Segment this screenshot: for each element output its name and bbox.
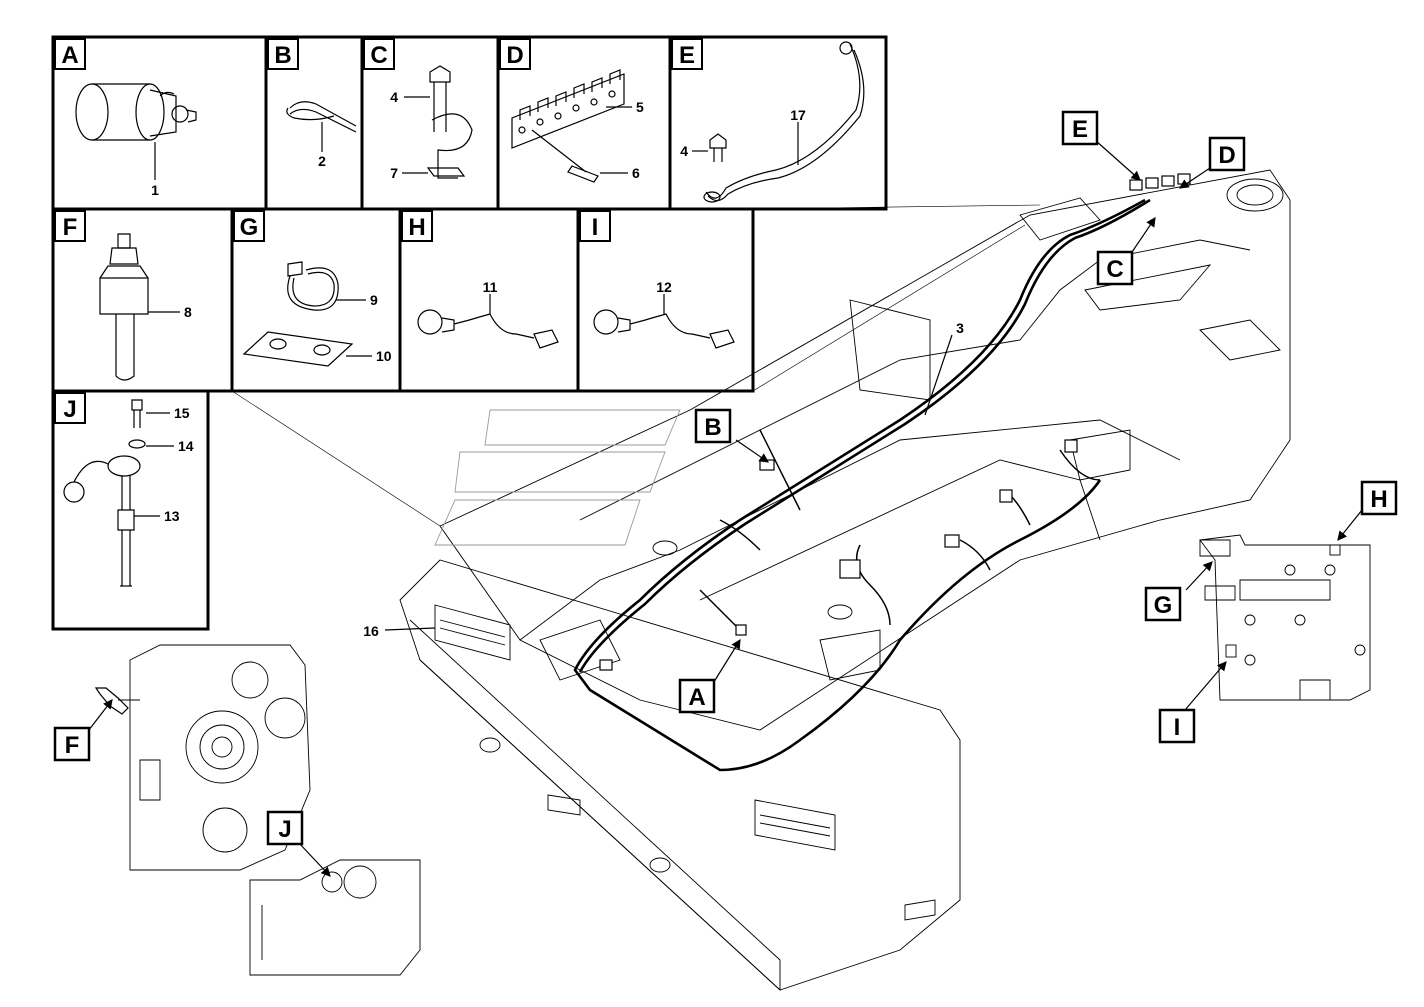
part-1-label: 1	[151, 182, 159, 198]
callout-c-letter: C	[1106, 256, 1123, 283]
panel-j-letter: J	[63, 396, 76, 423]
part-17-label: 17	[790, 107, 806, 123]
part-16-label: 16	[363, 623, 379, 639]
part-13-label: 13	[164, 508, 180, 524]
tank-view	[249, 859, 421, 976]
panel-e-frame	[668, 35, 888, 211]
harness-connectors	[599, 173, 1191, 671]
callout-c: C	[1096, 250, 1134, 286]
panel-h-letter: H	[408, 214, 425, 241]
part-7-label: 7	[390, 165, 398, 181]
level-sensor-drawing	[63, 399, 146, 587]
panel-b-letter: B	[274, 42, 291, 69]
bolt-clamp-drawing	[426, 65, 473, 179]
part-15-label: 15	[174, 405, 190, 421]
panel-g-label: G	[233, 210, 265, 242]
part-9-label: 9	[370, 292, 378, 308]
transmission-view	[118, 644, 311, 871]
callout-f: F	[53, 726, 91, 762]
switch-i-drawing	[593, 309, 735, 349]
part-4-label-e: 4	[680, 143, 688, 159]
callout-d-letter: D	[1218, 142, 1235, 169]
part-12-label: 12	[656, 279, 672, 295]
part-2-label: 2	[318, 153, 326, 169]
panel-d-label: D	[499, 38, 531, 70]
panel-f-label: F	[54, 210, 86, 242]
callout-d: D	[1208, 136, 1246, 172]
callout-a: A	[678, 678, 716, 714]
callout-g-letter: G	[1154, 592, 1173, 619]
panel-h-label: H	[401, 210, 433, 242]
callout-a-letter: A	[688, 684, 705, 711]
clamp-plate-drawing	[242, 261, 354, 367]
panel-d-letter: D	[506, 42, 523, 69]
part-3-label: 3	[956, 320, 964, 336]
callout-g: G	[1144, 586, 1182, 622]
callout-b: B	[694, 408, 732, 444]
switch-h-drawing	[417, 309, 559, 349]
terminal-block-drawing	[511, 69, 625, 183]
part-14-label: 14	[178, 438, 194, 454]
panel-letter-boxes: A B C D E F G H	[54, 38, 703, 424]
callout-leaders	[84, 139, 1363, 877]
callout-h: H	[1360, 480, 1398, 516]
panel-j-frame	[51, 389, 210, 631]
callout-e: E	[1061, 110, 1099, 146]
panel-i-label: I	[579, 210, 611, 242]
ground-cable-drawing	[703, 41, 865, 203]
callout-i-letter: I	[1174, 714, 1181, 741]
panel-i-letter: I	[592, 214, 599, 241]
callout-boxes: E D C B A H G I	[53, 110, 1398, 846]
panel-c-letter: C	[370, 42, 387, 69]
part-8-label: 8	[184, 304, 192, 320]
frame-drawing	[231, 169, 1291, 992]
panel-drawings	[63, 41, 865, 587]
part-6-label: 6	[632, 165, 640, 181]
callout-f-letter: F	[65, 732, 80, 759]
panel-c-label: C	[363, 38, 395, 70]
panel-j-label: J	[54, 392, 86, 424]
valve-block-view	[1199, 534, 1371, 701]
callout-j: J	[266, 810, 304, 846]
panel-a-letter: A	[61, 42, 78, 69]
panel-b-label: B	[267, 38, 299, 70]
f-sensor-closeup	[94, 687, 129, 715]
callout-e-letter: E	[1072, 116, 1088, 143]
part-10-label: 10	[376, 348, 392, 364]
part-11-label: 11	[483, 279, 498, 295]
panel-e-label: E	[671, 38, 703, 70]
panel-f-letter: F	[63, 214, 78, 241]
panel-a-label: A	[54, 38, 86, 70]
callout-h-letter: H	[1370, 486, 1387, 513]
callout-i: I	[1158, 708, 1196, 744]
callout-j-letter: J	[278, 816, 291, 843]
tie-strap-drawing	[286, 101, 357, 133]
part-5-label: 5	[636, 99, 644, 115]
part-4-label-c: 4	[390, 89, 398, 105]
detail-panels	[51, 35, 888, 631]
panel-part-numbers: 1 2 4 7 5 6 4 17 8 9 10 11 12 15 14 13	[151, 89, 806, 524]
temp-sensor-drawing	[99, 233, 149, 381]
panel-e-letter: E	[679, 42, 695, 69]
panel-g-letter: G	[240, 214, 259, 241]
pressure-sender-drawing	[75, 83, 197, 141]
panel-i-frame	[576, 207, 755, 393]
callout-b-letter: B	[704, 414, 721, 441]
wiring-harness	[573, 198, 1151, 772]
